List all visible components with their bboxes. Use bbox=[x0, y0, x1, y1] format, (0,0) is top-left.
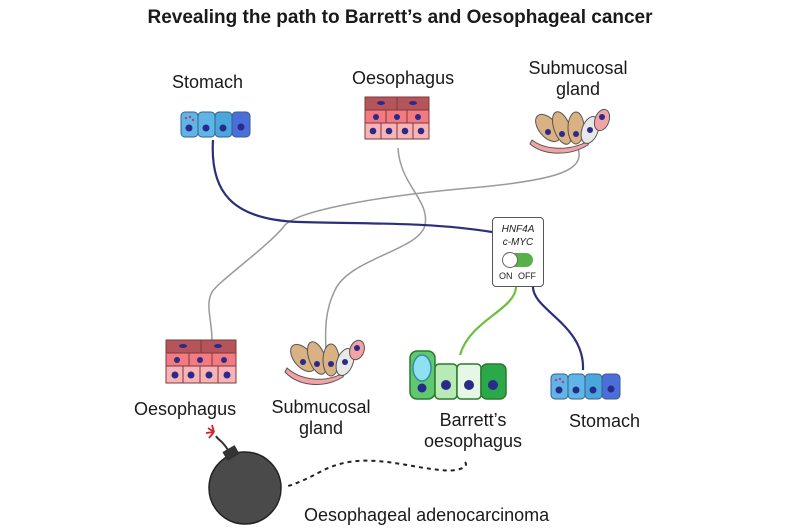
gene-switch-box: HNF4A c-MYC ON OFF bbox=[492, 217, 544, 287]
gland-cells-bottom bbox=[284, 339, 365, 385]
gene-label-hnf4a: HNF4A bbox=[501, 224, 535, 235]
oesophagus-cells-top bbox=[364, 96, 430, 140]
label-gland-source-line2: gland bbox=[555, 79, 601, 99]
path-gland-to-oesophagus bbox=[208, 147, 580, 341]
gene-label-cmyc: c-MYC bbox=[502, 237, 534, 248]
bomb-icon bbox=[205, 424, 282, 525]
path-barretts-to-cancer bbox=[287, 459, 467, 487]
toggle-on-label: ON bbox=[499, 271, 513, 281]
label-gland-source-line1: Submucosal bbox=[528, 58, 628, 78]
path-oesophagus-to-gland bbox=[324, 147, 427, 353]
barretts-cells bbox=[409, 350, 507, 400]
stomach-cells-bottom bbox=[550, 373, 621, 400]
path-switch-to-barretts bbox=[458, 286, 518, 356]
gland-cells-top bbox=[529, 108, 611, 154]
label-barretts-line1: Barrett’s bbox=[439, 410, 507, 430]
label-stomach-source: Stomach bbox=[172, 72, 244, 92]
label-oesophagus-source: Oesophagus bbox=[352, 68, 455, 88]
path-stomach-to-switch bbox=[211, 139, 493, 234]
label-gland-outcome-line1: Submucosal bbox=[271, 397, 371, 417]
label-barretts-line2: oesophagus bbox=[423, 431, 523, 451]
diagram-title: Revealing the path to Barrett’s and Oeso… bbox=[147, 7, 653, 28]
stomach-cells-top bbox=[180, 111, 251, 138]
oesophagus-cells-bottom bbox=[165, 339, 237, 384]
label-cancer: Oesophageal adenocarcinoma bbox=[304, 505, 550, 525]
toggle-off-label: OFF bbox=[518, 271, 536, 281]
label-oesophagus-outcome: Oesophagus bbox=[134, 399, 237, 419]
toggle-knob bbox=[502, 252, 518, 268]
label-gland-outcome-line2: gland bbox=[298, 418, 344, 438]
label-stomach-outcome: Stomach bbox=[569, 411, 641, 431]
gene-toggle bbox=[502, 252, 533, 268]
path-switch-to-stomach bbox=[531, 286, 585, 371]
